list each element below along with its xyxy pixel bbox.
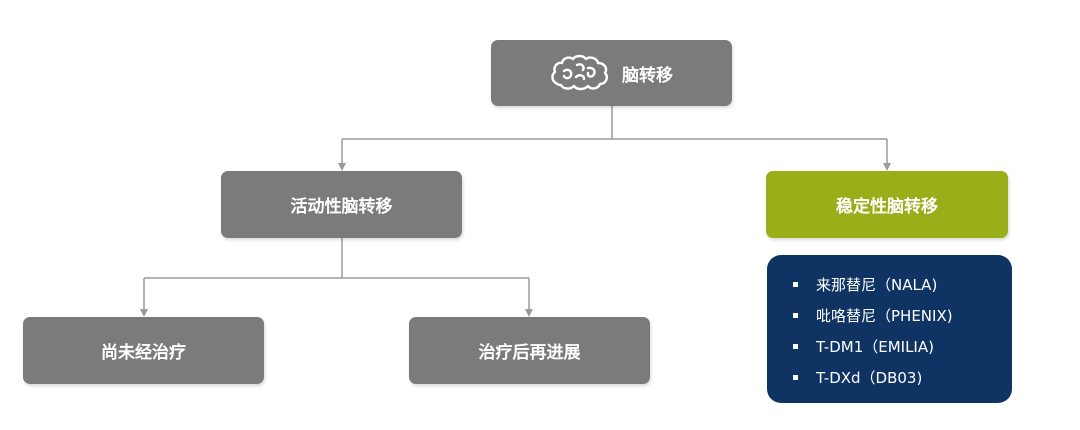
list-item: T-DM1（EMILIA) — [793, 331, 1002, 362]
root-node-label: 脑转移 — [622, 65, 673, 86]
node-untreated: 尚未经治疗 — [23, 317, 264, 384]
list-item: 吡咯替尼（PHENIX) — [793, 300, 1002, 331]
trial-list-box: 来那替尼（NALA) 吡咯替尼（PHENIX) T-DM1（EMILIA) T-… — [767, 255, 1012, 403]
trial-label: 来那替尼（NALA) — [816, 276, 938, 294]
node-active-brain-metastasis: 活动性脑转移 — [221, 171, 462, 238]
bullet-square-icon — [793, 344, 798, 349]
bullet-square-icon — [793, 282, 798, 287]
list-item: T-DXd（DB03) — [793, 362, 1002, 393]
node-untreated-label: 尚未经治疗 — [101, 343, 186, 363]
trial-label: T-DXd（DB03) — [816, 369, 923, 387]
trial-label: T-DM1（EMILIA) — [816, 338, 934, 356]
node-stable-label: 稳定性脑转移 — [836, 197, 938, 217]
node-stable-brain-metastasis: 稳定性脑转移 — [766, 171, 1008, 238]
trial-label: 吡咯替尼（PHENIX) — [816, 307, 953, 325]
list-item: 来那替尼（NALA) — [793, 269, 1002, 300]
root-node-brain-metastasis: 脑转移 — [491, 40, 732, 106]
arrowhead-progressed — [525, 309, 533, 317]
arrowhead-untreated — [140, 309, 148, 317]
brain-icon — [551, 54, 608, 91]
node-progressed-label: 治疗后再进展 — [478, 343, 581, 363]
arrowhead-stable — [883, 163, 891, 171]
trial-list: 来那替尼（NALA) 吡咯替尼（PHENIX) T-DM1（EMILIA) T-… — [793, 269, 1002, 393]
node-active-label: 活动性脑转移 — [290, 197, 393, 217]
bullet-square-icon — [793, 313, 798, 318]
node-progressed-after-treatment: 治疗后再进展 — [409, 317, 650, 384]
bullet-square-icon — [793, 375, 798, 380]
arrowhead-active — [338, 163, 346, 171]
